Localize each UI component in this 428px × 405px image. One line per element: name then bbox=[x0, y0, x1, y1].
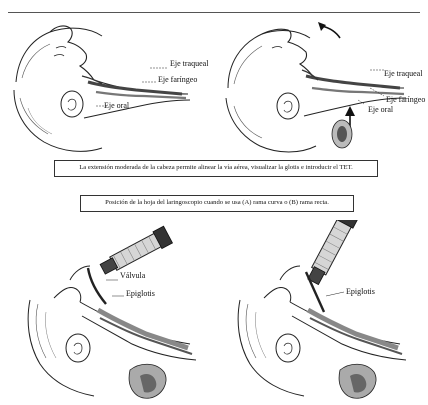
curved-blade-illustration: Válvula Epiglotis bbox=[10, 220, 216, 402]
caption-middle: Posición de la hoja del laringoscopio cu… bbox=[80, 195, 354, 212]
label-epiglotis: Epiglotis bbox=[126, 290, 155, 298]
head-neutral-illustration: Eje traqueal Eje faríngeo Eje oral bbox=[10, 18, 215, 158]
label-epiglotis-right: Epiglotis bbox=[346, 288, 375, 296]
label-eje-oral-right: Eje oral bbox=[368, 106, 393, 114]
label-eje-faringeo-right: Eje faríngeo bbox=[386, 96, 425, 104]
top-rule bbox=[8, 12, 420, 13]
label-eje-faringeo: Eje faríngeo bbox=[158, 76, 197, 84]
label-valvula: Válvula bbox=[120, 272, 145, 280]
caption-top: La extensión moderada de la cabeza permi… bbox=[54, 160, 378, 177]
label-eje-traqueal-right: Eje traqueal bbox=[384, 70, 422, 78]
label-eje-traqueal: Eje traqueal bbox=[170, 60, 208, 68]
label-eje-oral: Eje oral bbox=[104, 102, 129, 110]
head-extended-illustration: Eje traqueal Eje faríngeo Eje oral bbox=[218, 18, 424, 158]
straight-blade-illustration: Epiglotis bbox=[220, 220, 424, 402]
